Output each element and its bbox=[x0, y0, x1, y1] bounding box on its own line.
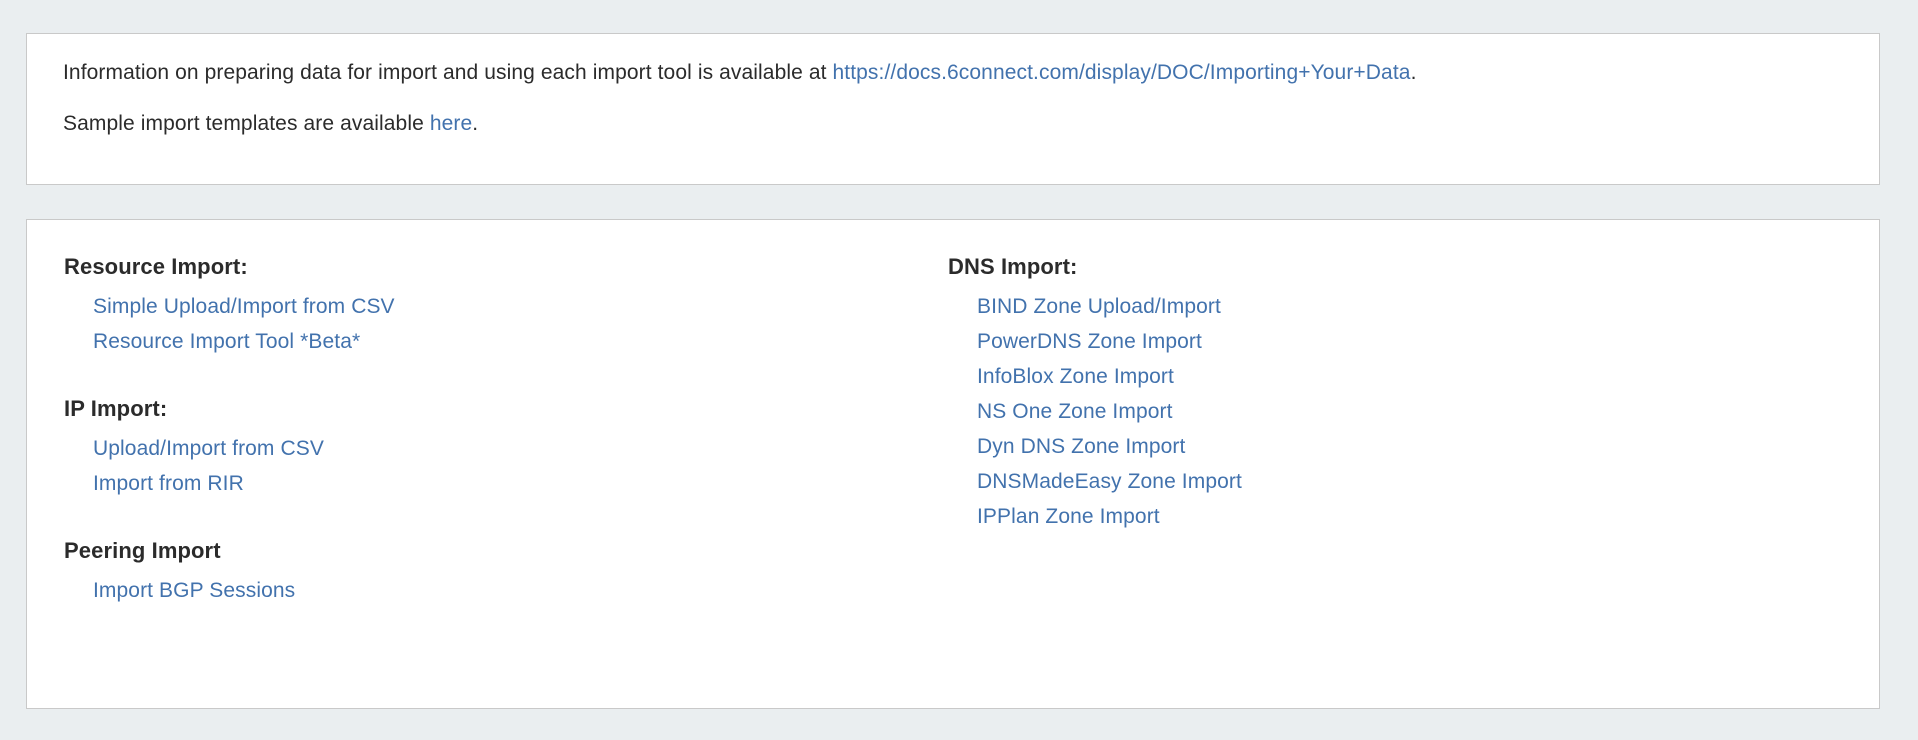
group-links-dns-import: BIND Zone Upload/Import PowerDNS Zone Im… bbox=[948, 290, 1819, 535]
link-powerdns-zone-import[interactable]: PowerDNS Zone Import bbox=[977, 330, 1202, 353]
docs-info-line: Information on preparing data for import… bbox=[63, 60, 1879, 85]
list-item: IPPlan Zone Import bbox=[948, 500, 1819, 535]
list-item: Import from RIR bbox=[64, 467, 919, 502]
group-links-peering-import: Import BGP Sessions bbox=[64, 574, 919, 609]
link-upload-import-from-csv[interactable]: Upload/Import from CSV bbox=[93, 437, 324, 460]
group-title-resource-import: Resource Import: bbox=[64, 254, 248, 279]
docs-info-suffix: . bbox=[1410, 61, 1417, 84]
group-title-ip-import: IP Import: bbox=[64, 396, 168, 421]
import-tools-columns: Resource Import: Simple Upload/Import fr… bbox=[27, 220, 1879, 609]
link-import-from-rir[interactable]: Import from RIR bbox=[93, 472, 244, 495]
group-links-ip-import: Upload/Import from CSV Import from RIR bbox=[64, 432, 919, 502]
import-tools-panel: Resource Import: Simple Upload/Import fr… bbox=[26, 219, 1880, 709]
link-infoblox-zone-import[interactable]: InfoBlox Zone Import bbox=[977, 365, 1174, 388]
link-dyn-dns-zone-import[interactable]: Dyn DNS Zone Import bbox=[977, 435, 1186, 458]
list-item: BIND Zone Upload/Import bbox=[948, 290, 1819, 325]
sample-templates-link[interactable]: here bbox=[429, 112, 473, 135]
list-item: Upload/Import from CSV bbox=[64, 432, 919, 467]
left-column: Resource Import: Simple Upload/Import fr… bbox=[27, 254, 919, 609]
group-resource-import: Resource Import: Simple Upload/Import fr… bbox=[64, 254, 919, 360]
templates-info-prefix: Sample import templates are available bbox=[63, 112, 430, 135]
group-peering-import: Peering Import Import BGP Sessions bbox=[64, 538, 919, 609]
list-item: Dyn DNS Zone Import bbox=[948, 430, 1819, 465]
list-item: DNSMadeEasy Zone Import bbox=[948, 465, 1819, 500]
group-title-dns-import: DNS Import: bbox=[948, 254, 1078, 279]
list-item: Simple Upload/Import from CSV bbox=[64, 290, 919, 325]
documentation-link[interactable]: https://docs.6connect.com/display/DOC/Im… bbox=[832, 61, 1411, 84]
link-dnsmadeeasy-zone-import[interactable]: DNSMadeEasy Zone Import bbox=[977, 470, 1242, 493]
link-simple-upload-import-from-csv[interactable]: Simple Upload/Import from CSV bbox=[93, 295, 395, 318]
link-ns-one-zone-import[interactable]: NS One Zone Import bbox=[977, 400, 1173, 423]
link-import-bgp-sessions[interactable]: Import BGP Sessions bbox=[93, 579, 296, 602]
docs-info-prefix: Information on preparing data for import… bbox=[63, 61, 833, 84]
info-panel: Information on preparing data for import… bbox=[26, 33, 1880, 185]
list-item: PowerDNS Zone Import bbox=[948, 325, 1819, 360]
list-item: InfoBlox Zone Import bbox=[948, 360, 1819, 395]
group-title-peering-import: Peering Import bbox=[64, 538, 221, 563]
list-item: NS One Zone Import bbox=[948, 395, 1819, 430]
right-column: DNS Import: BIND Zone Upload/Import Powe… bbox=[919, 254, 1819, 609]
group-ip-import: IP Import: Upload/Import from CSV Import… bbox=[64, 396, 919, 502]
link-resource-import-tool-beta[interactable]: Resource Import Tool *Beta* bbox=[93, 330, 361, 353]
link-bind-zone-upload-import[interactable]: BIND Zone Upload/Import bbox=[977, 295, 1221, 318]
templates-info-suffix: . bbox=[472, 112, 479, 135]
group-dns-import: DNS Import: BIND Zone Upload/Import Powe… bbox=[948, 254, 1819, 535]
link-ipplan-zone-import[interactable]: IPPlan Zone Import bbox=[977, 505, 1160, 528]
list-item: Resource Import Tool *Beta* bbox=[64, 325, 919, 360]
group-links-resource-import: Simple Upload/Import from CSV Resource I… bbox=[64, 290, 919, 360]
list-item: Import BGP Sessions bbox=[64, 574, 919, 609]
templates-info-line: Sample import templates are available he… bbox=[63, 111, 1879, 136]
